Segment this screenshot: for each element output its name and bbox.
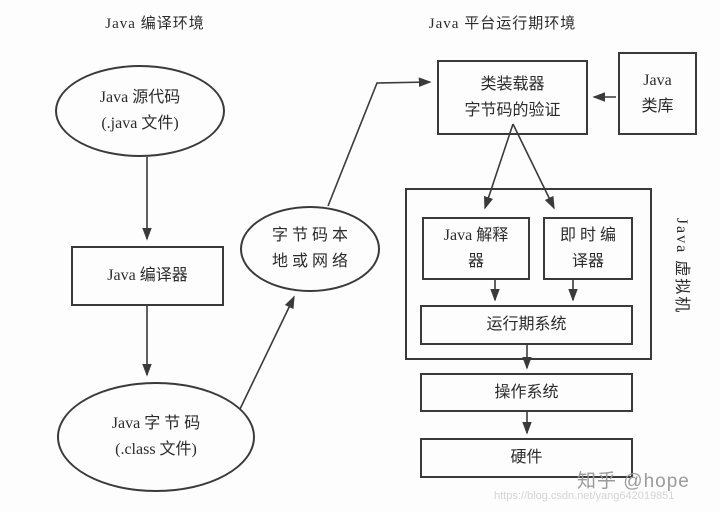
left-section-title: Java 编译环境 [105,16,205,32]
node-runtime-system: 运行期系统 [420,305,633,345]
node-text-line2: 器 [467,252,484,270]
node-text-line1: Java 解释 [443,226,509,244]
right-section-title: Java 平台运行期环境 [428,16,577,32]
node-text-line2: (.java 文件) [101,115,179,132]
node-text-line2: 地 或 网 络 [271,253,348,270]
node-text-line1: Java [643,71,672,89]
watermark-url: https://blog.csdn.net/yang642019851 [494,490,675,502]
node-text-line1: Java 源代码 [99,89,181,106]
node-text-line1: 即 时 编 [559,226,616,244]
node-class-loader: 类装载器 字节码的验证 [437,60,588,135]
watermark-handle: 知乎 @hope [577,471,690,492]
node-java-compiler: Java 编译器 [71,246,224,306]
node-bytecode-local-or-network: 字 节 码 本 地 或 网 络 [240,206,380,292]
node-text-line1: 字 节 码 本 [271,227,348,244]
node-hardware: 硬件 [420,438,633,478]
node-java-bytecode: Java 字 节 码 (.class 文件) [57,382,255,492]
node-text: 操作系统 [494,383,559,401]
node-java-class-library: Java 类库 [618,52,697,135]
arrow-bytecode-to-network [239,295,295,410]
node-text: Java 编译器 [107,267,188,284]
node-text: 运行期系统 [486,316,567,333]
node-jit-compiler: 即 时 编 译器 [543,217,633,280]
node-java-source-code: Java 源代码 (.java 文件) [55,65,225,157]
node-java-interpreter: Java 解释 器 [422,217,530,280]
node-text-line1: Java 字 节 码 [111,415,201,432]
node-text-line2: 译器 [571,252,604,270]
node-text-line2: (.class 文件) [115,441,197,458]
node-text-line1: 类装载器 [480,75,545,93]
node-text-line2: 字节码的验证 [464,101,561,119]
node-operating-system: 操作系统 [420,373,633,412]
jvm-vertical-label: Java 虚拟机 [673,217,690,315]
node-text: 硬件 [510,449,543,466]
node-text-line2: 类库 [641,97,674,115]
